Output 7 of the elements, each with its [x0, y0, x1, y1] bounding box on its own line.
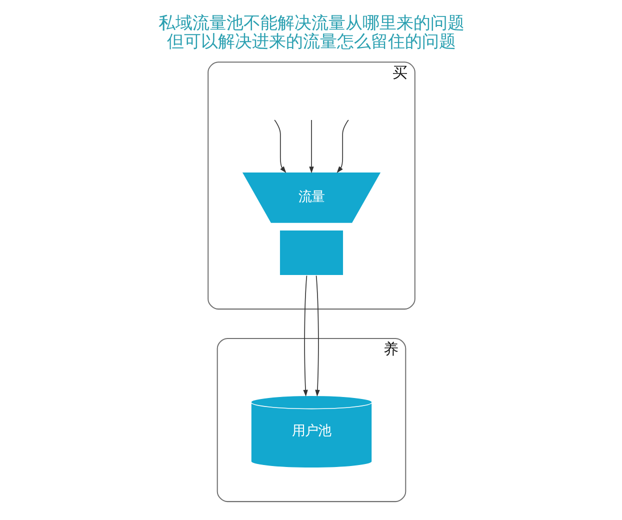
- node-box: [278, 230, 344, 276]
- arrow: [302, 275, 308, 397]
- arrow: [336, 120, 348, 174]
- diagram-title: 私域流量池不能解决流量从哪里来的问题但可以解决进来的流量怎么留住的问题: [158, 12, 464, 52]
- arrow: [314, 275, 320, 397]
- arrow: [308, 120, 314, 174]
- arrow: [274, 120, 286, 174]
